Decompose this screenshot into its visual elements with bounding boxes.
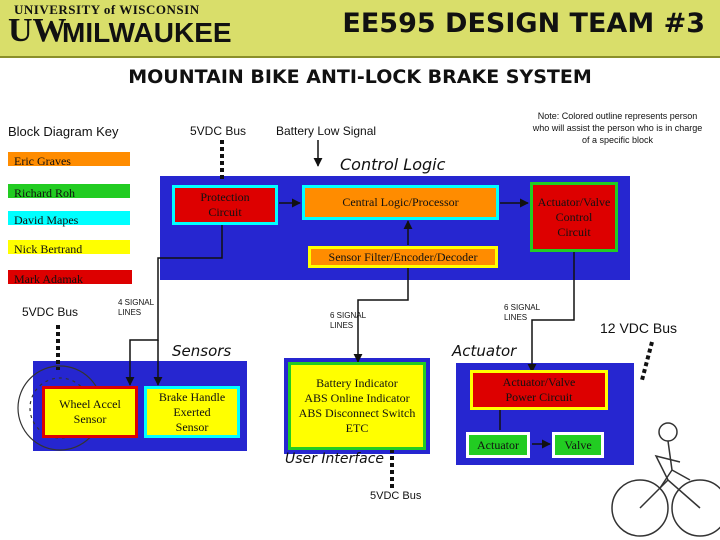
key-member-mark: Mark Adamak <box>8 270 132 286</box>
vdc-12-label: 12 VDC Bus <box>600 320 678 336</box>
vdc-12-dotted <box>640 341 654 381</box>
six-signal-label-ui: 6 SIGNAL LINES <box>330 311 367 330</box>
actuator-block: Actuator <box>466 432 530 458</box>
user-interface-label: User Interface <box>285 451 385 467</box>
key-member-richard: Richard Roh <box>8 184 130 200</box>
key-member-nick: Nick Bertrand <box>8 240 130 256</box>
user-interface-block: Battery Indicator ABS Online Indicator A… <box>288 362 426 450</box>
battery-low-label: Battery Low Signal <box>276 124 377 138</box>
six-signal-label-act: 6 SIGNAL LINES <box>504 303 541 322</box>
key-member-david: David Mapes <box>8 211 130 227</box>
control-logic-label: Control Logic <box>340 155 446 174</box>
vdc-top-label: 5VDC Bus <box>190 124 247 138</box>
power-circuit-block: Actuator/Valve Power Circuit <box>470 370 608 410</box>
key-member-eric: Eric Graves <box>8 152 130 168</box>
wheel-accel-block: Wheel Accel Sensor <box>42 386 138 438</box>
page-title: MOUNTAIN BIKE ANTI-LOCK BRAKE SYSTEM <box>128 66 592 88</box>
vdc-bottom-label: 5VDC Bus <box>370 490 422 502</box>
actuator-control-block: Actuator/Valve Control Circuit <box>530 182 618 252</box>
note-text: Note: Colored outline represents person … <box>532 111 703 145</box>
logo-milwaukee: MILWAUKEE <box>62 17 232 48</box>
four-signal-line <box>125 224 223 386</box>
header-banner <box>0 0 720 56</box>
vdc-left-label: 5VDC Bus <box>22 305 79 319</box>
logo-uw: UW <box>8 12 67 49</box>
team-title: EE595 DESIGN TEAM #3 <box>342 8 705 39</box>
key-label: Block Diagram Key <box>8 124 119 139</box>
four-signal-label: 4 SIGNAL LINES <box>118 298 155 317</box>
sensor-filter-block: Sensor Filter/Encoder/Decoder <box>308 246 498 268</box>
sensors-label: Sensors <box>172 342 232 360</box>
brake-handle-block: Brake Handle Exerted Sensor <box>144 386 240 438</box>
university-name: UNIVERSITY of WISCONSIN <box>14 2 200 17</box>
header-divider <box>0 56 720 58</box>
valve-block: Valve <box>552 432 604 458</box>
six-signal-act-line <box>527 250 575 373</box>
central-logic-block: Central Logic/Processor <box>302 185 499 220</box>
protection-circuit-block: Protection Circuit <box>172 185 278 225</box>
actuator-label: Actuator <box>452 342 517 360</box>
bike-illustration <box>611 422 720 537</box>
six-signal-ui-line <box>353 268 409 363</box>
